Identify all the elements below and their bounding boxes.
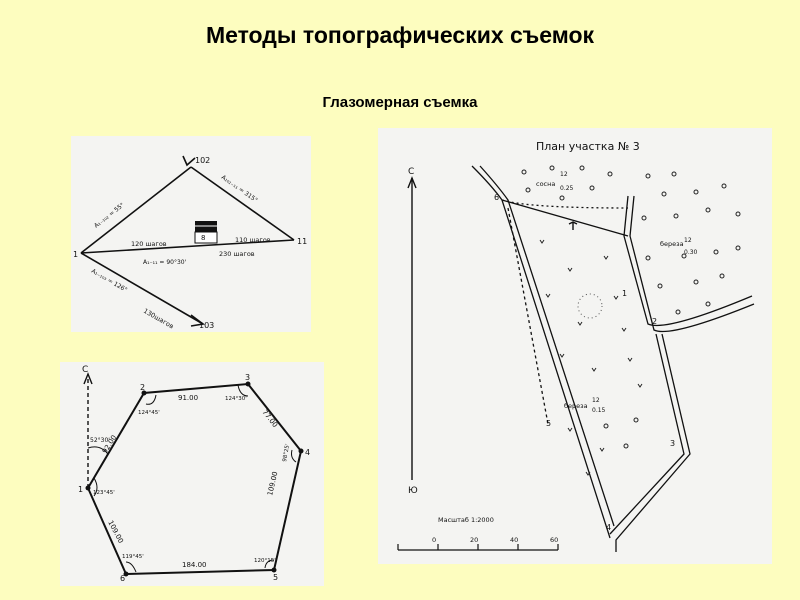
tree-label-birch-1: береза — [660, 240, 684, 248]
north-arrow-icon — [407, 176, 417, 189]
boundary-east-b — [615, 333, 691, 552]
point-1: 1 — [73, 250, 78, 259]
north-label: С — [408, 167, 414, 177]
site-plan: План участка № 3 С Ю — [397, 140, 755, 552]
road-left-b — [479, 165, 615, 527]
station-4: 4 — [606, 523, 611, 532]
vertex-6: 6 — [120, 574, 125, 583]
tree-num-3: 12 — [684, 237, 692, 244]
distance-230: 230 шагов — [219, 250, 255, 258]
scale-tick-60: 60 — [550, 536, 558, 544]
line-1-102 — [80, 166, 192, 254]
station-5: 5 — [546, 419, 551, 428]
clearing-outline — [577, 293, 603, 319]
point-102: 102 — [195, 156, 210, 165]
angle-5: 120°15' — [254, 558, 276, 564]
vertex-3: 3 — [245, 373, 250, 382]
tree-label-birch-2: береза — [564, 402, 588, 410]
distance-120: 120 шагов — [131, 240, 167, 248]
building-label: 8 — [201, 234, 205, 242]
arrow-103 — [190, 314, 205, 327]
distance-6-1: 109.00 — [106, 519, 125, 544]
azimuth-102-11: A₁₀₂₋₁₁ = 315° — [220, 174, 259, 204]
distance-5-6: 184.00 — [182, 561, 207, 569]
boundary-right-a — [623, 195, 753, 327]
azimuth-label: 52°30' — [90, 437, 110, 444]
station-3: 3 — [670, 439, 675, 448]
vertex-2: 2 — [140, 383, 145, 392]
distance-4-5: 109.00 — [266, 471, 279, 497]
traverse-panel: С 1 2 3 4 5 6 91.00 77.00 109.00 184.00 … — [60, 362, 324, 586]
north-label: С — [82, 365, 88, 375]
road-left-a — [471, 165, 611, 539]
point-11: 11 — [297, 237, 307, 246]
tree-num-4: 0.30 — [684, 249, 698, 256]
line-1-11 — [80, 239, 295, 254]
boundary-right-b — [629, 195, 755, 333]
vertex-4: 4 — [305, 448, 310, 457]
azimuth-arc — [87, 446, 109, 455]
angle-3: 124°30' — [225, 396, 247, 402]
north-arrow-icon — [83, 372, 93, 385]
scale-tick-20: 20 — [470, 536, 478, 544]
angle-1: 123°45' — [93, 490, 115, 496]
line-1-103 — [80, 252, 204, 325]
scale-tick-40: 40 — [510, 536, 518, 544]
site-plan-panel: План участка № 3 С Ю — [378, 128, 772, 564]
angle-6: 119°45' — [122, 554, 144, 560]
azimuth-1-103: A₁₋₁₀₃ = 126° — [90, 268, 128, 294]
scale-bar — [397, 544, 559, 551]
distance-110: 110 шагов — [235, 236, 271, 244]
triangle-sketch-panel: 8 102 103 11 1 120 шагов 110 шагов 230 ш… — [71, 136, 311, 332]
scale-label: Масштаб 1:2000 — [438, 516, 494, 524]
page-title: Методы топографических съемок — [205, 22, 595, 48]
tree-num-5: 12 — [592, 397, 600, 404]
vertex-1: 1 — [78, 485, 83, 494]
distance-130: 130шагов — [142, 307, 175, 331]
triangle-sketch: 8 102 103 11 1 120 шагов 110 шагов 230 ш… — [73, 155, 307, 331]
page-subtitle: Глазомерная съемка — [322, 94, 478, 111]
line-102-11 — [190, 166, 295, 241]
boundary-east — [609, 333, 685, 535]
tree-num-2: 0.25 — [560, 185, 574, 192]
distance-2-3: 91.00 — [178, 394, 198, 402]
path-dashed — [507, 207, 549, 425]
point-103: 103 — [199, 321, 214, 330]
south-label: Ю — [408, 486, 418, 496]
angle-2: 124°45' — [138, 410, 160, 416]
landmark-icon — [568, 221, 578, 230]
vertex-5: 5 — [273, 573, 278, 582]
angle-4: 98°25' — [282, 443, 291, 462]
station-6: 6 — [494, 193, 499, 202]
north-arrow-102 — [182, 155, 196, 167]
tree-num-1: 12 — [560, 171, 568, 178]
station-2: 2 — [652, 317, 657, 326]
tree-label-pine: сосна — [536, 180, 555, 188]
plan-title: План участка № 3 — [536, 140, 640, 153]
traverse-polygon: С 1 2 3 4 5 6 91.00 77.00 109.00 184.00 … — [78, 365, 310, 583]
scale-tick-0: 0 — [432, 536, 436, 544]
fence-dotted — [501, 199, 629, 209]
tree-num-6: 0.15 — [592, 407, 606, 414]
boundary-north — [501, 199, 629, 237]
azimuth-1-11: A₁₋₁₁ = 90°30' — [143, 259, 187, 266]
station-1: 1 — [622, 289, 627, 298]
azimuth-1-102: A₁₋₁₀₂ = 55° — [93, 202, 126, 230]
